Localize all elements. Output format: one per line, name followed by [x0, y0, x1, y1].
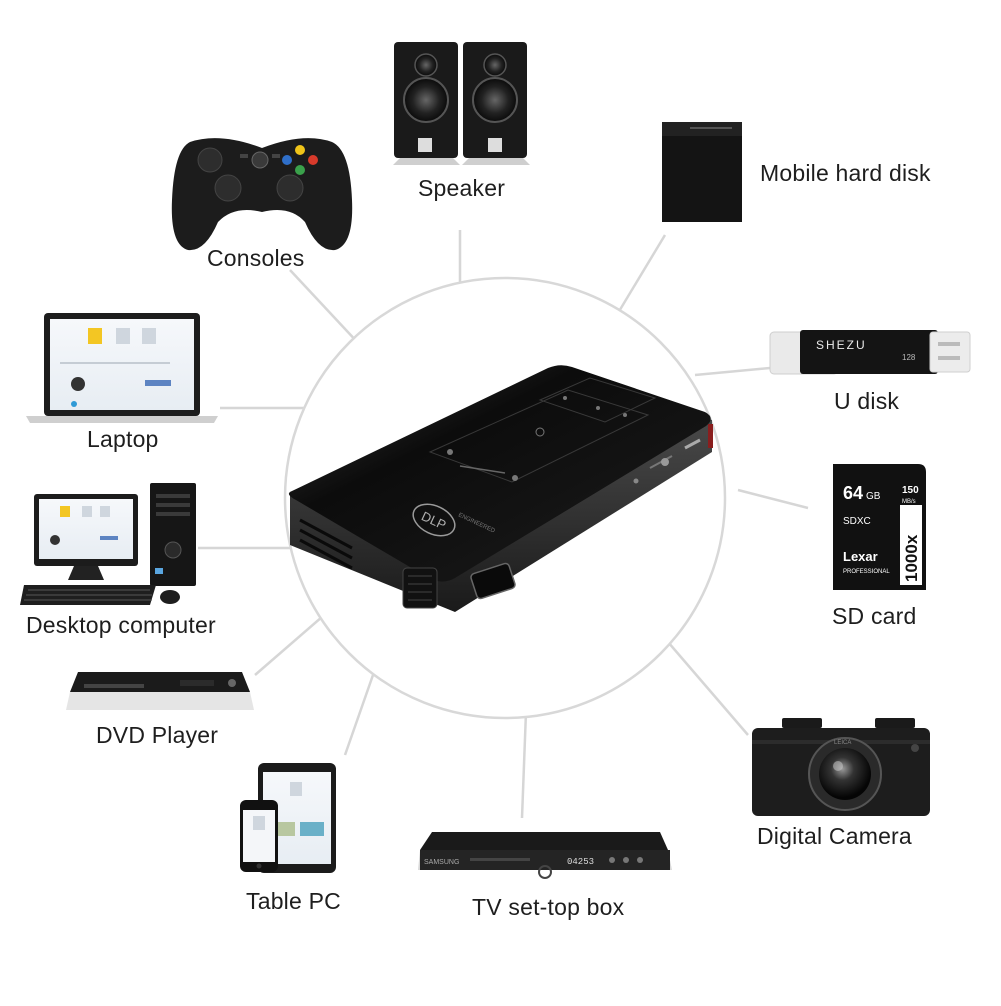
tablet-phone-image — [240, 763, 336, 873]
laptop-image — [26, 313, 218, 423]
speaker-image — [393, 42, 530, 165]
label-dvd-player: DVD Player — [96, 722, 219, 748]
u-disk-image: SHEZU 128 — [769, 330, 971, 375]
sd-speed-unit-text: MB/s — [902, 499, 916, 505]
label-u-disk: U disk — [834, 388, 900, 414]
dvd-player-image — [66, 672, 254, 710]
label-tv-set-top-box: TV set-top box — [472, 894, 625, 920]
sd-unit-text: GB — [866, 491, 881, 502]
label-mobile-hard-disk: Mobile hard disk — [760, 160, 931, 186]
stb-brand-text: SAMSUNG — [424, 859, 459, 866]
connector-dvd — [254, 609, 331, 676]
sd-speed-text: 150 — [902, 485, 919, 496]
stb-display-text: 04253 — [567, 857, 594, 867]
desktop-computer-image — [20, 483, 196, 605]
connector-camera — [661, 634, 749, 736]
usb-brand-text: SHEZU — [816, 338, 867, 352]
sd-brand-text: Lexar — [843, 549, 878, 564]
sd-line-text: PROFESSIONAL — [843, 569, 890, 575]
connector-sd-card — [737, 488, 809, 510]
label-consoles: Consoles — [207, 245, 305, 271]
connector-mobile-hard-disk — [613, 234, 667, 319]
label-sd-card: SD card — [832, 603, 917, 629]
label-digital-camera: Digital Camera — [757, 823, 912, 849]
digital-camera-image: LEICA — [752, 718, 930, 816]
sd-class-text: SDXC — [843, 516, 871, 527]
sd-card-image: 64 GB 150 MB/s SDXC Lexar PROFESSIONAL 1… — [833, 464, 926, 590]
label-table-pc: Table PC — [246, 888, 341, 914]
console-controller-image — [171, 138, 353, 251]
tv-set-top-box-image: SAMSUNG 04253 — [418, 832, 672, 879]
mobile-hard-disk-image — [662, 122, 742, 222]
label-speaker: Speaker — [418, 175, 506, 201]
label-desktop-computer: Desktop computer — [26, 612, 216, 638]
connector-u-disk — [694, 366, 771, 377]
usb-capacity-text: 128 — [902, 353, 916, 362]
projector-image: DLP ENGINEERED — [288, 365, 713, 612]
label-laptop: Laptop — [87, 426, 159, 452]
sd-rating-text: 1000x — [902, 534, 921, 582]
connector-consoles — [289, 269, 361, 346]
sd-capacity-text: 64 — [843, 483, 863, 503]
camera-brand-text: LEICA — [834, 740, 851, 746]
